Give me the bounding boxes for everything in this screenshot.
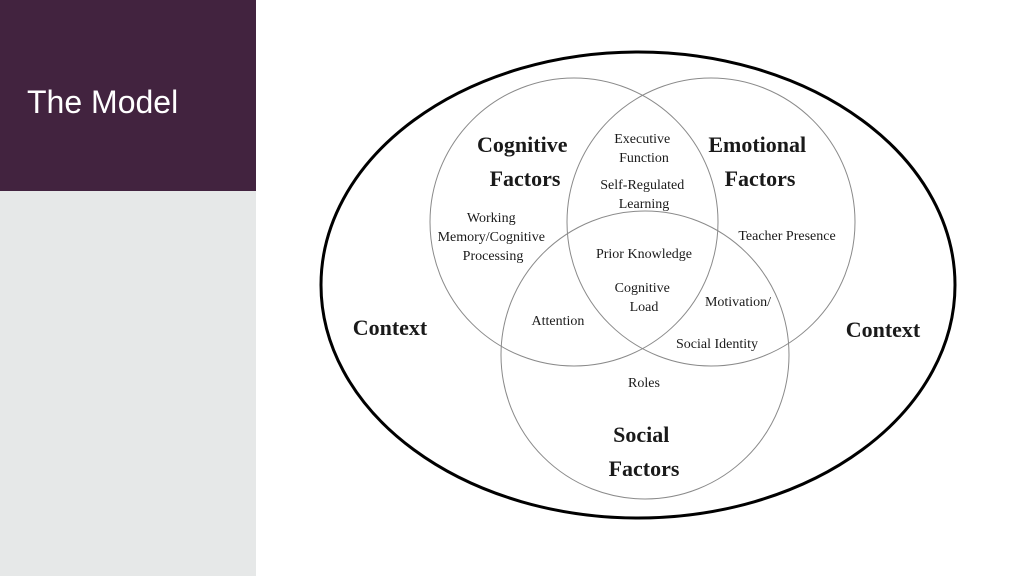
social-factors-circle [500, 210, 790, 500]
context-label-right: Context [846, 317, 921, 342]
executive-function-label: Executive Function [614, 132, 673, 166]
title-block: The Model [0, 0, 256, 191]
working-memory-label: Working Memory/Cognitive Processing [438, 211, 549, 264]
prior-knowledge-label: Prior Knowledge [596, 247, 692, 262]
social-identity-label: Social Identity [676, 337, 758, 352]
emotional-factors-title: Emotional Factors [708, 132, 811, 191]
teacher-presence-label: Teacher Presence [738, 229, 835, 244]
emotional-factors-circle [566, 77, 856, 367]
venn-diagram: Cognitive Factors Emotional Factors Soci… [319, 50, 957, 520]
motivation-label: Motivation/ [705, 295, 771, 310]
cognitive-factors-title: Cognitive Factors [477, 132, 573, 191]
cognitive-factors-circle [429, 77, 719, 367]
context-label-left: Context [353, 315, 428, 340]
self-regulated-learning-label: Self-Regulated Learning [600, 178, 687, 212]
context-ellipse [319, 50, 957, 520]
slide-title: The Model [27, 84, 179, 120]
cognitive-load-label: Cognitive Load [615, 281, 674, 315]
attention-label: Attention [532, 314, 585, 329]
social-factors-title: Social Factors [609, 422, 680, 481]
roles-label: Roles [628, 376, 660, 391]
sidebar-panel: The Model [0, 0, 256, 576]
